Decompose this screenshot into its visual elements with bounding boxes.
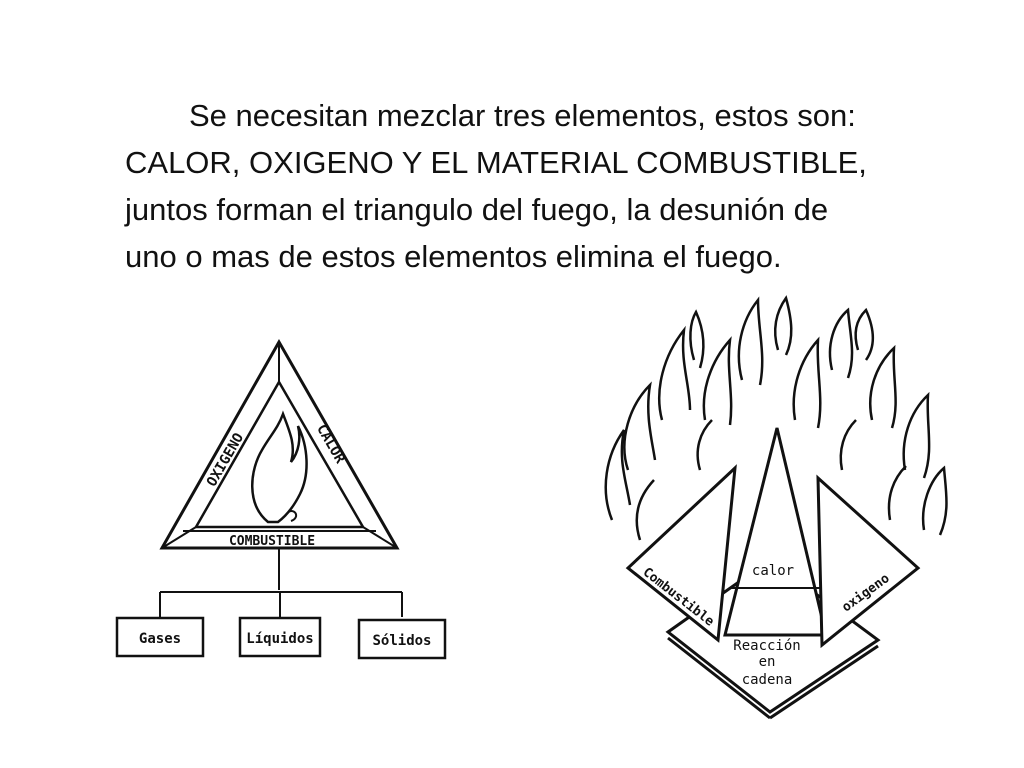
- solidos-box: [357, 618, 447, 660]
- flame-icon: [696, 419, 713, 471]
- flame-icon: [251, 410, 308, 524]
- flame-icon: [689, 309, 705, 369]
- flame-icon: [869, 344, 897, 429]
- reaccion-label: Reacción: [733, 638, 800, 654]
- flame-icon: [792, 336, 822, 429]
- liquidos-box: [238, 616, 322, 658]
- tetrahedron-diagram: [625, 427, 921, 720]
- paragraph-line-1: Se necesitan mezclar tres elementos, est…: [189, 98, 856, 133]
- solidos-label: Sólidos: [372, 633, 431, 649]
- base-plate-edge: [667, 636, 771, 720]
- flame-icon: [828, 307, 854, 379]
- triangle-inner: [193, 379, 366, 529]
- combustible-face: [625, 464, 737, 643]
- flame-icon: [774, 295, 793, 356]
- liquidos-label: Líquidos: [246, 631, 313, 647]
- flame-icon: [702, 336, 733, 426]
- flame-icon: [658, 325, 692, 421]
- combustible-label: COMBUSTIBLE: [229, 534, 315, 549]
- en-label: en: [759, 654, 776, 670]
- flame-icon: [737, 296, 764, 386]
- flames-background: [604, 295, 948, 541]
- calor-face-label: calor: [752, 563, 794, 579]
- gases-box: [115, 616, 205, 658]
- paragraph-line-4: uno o mas de estos elementos elimina el …: [125, 239, 782, 274]
- paragraph-line-3: juntos forman el triangulo del fuego, la…: [125, 192, 829, 227]
- flame-icon: [887, 465, 907, 521]
- flame-icon: [604, 429, 632, 521]
- fire-triangle-diagram: [115, 338, 447, 660]
- oxigeno-face: [816, 474, 921, 649]
- cadena-label: cadena: [742, 672, 793, 688]
- flame-icon: [921, 465, 948, 536]
- gases-label: Gases: [139, 631, 181, 647]
- flame-icon: [635, 479, 655, 541]
- flame-tip: [287, 510, 298, 522]
- paragraph-line-2: CALOR, OXIGENO Y EL MATERIAL COMBUSTIBLE…: [125, 145, 867, 180]
- flame-icon: [902, 391, 931, 479]
- flame-icon: [854, 307, 874, 361]
- calor-label: CALOR: [313, 422, 348, 467]
- flame-icon: [839, 419, 857, 471]
- flame-icon: [623, 381, 657, 471]
- slide-paragraph: Se necesitan mezclar tres elementos, est…: [125, 92, 985, 280]
- base-plate-edge: [769, 644, 879, 720]
- calor-face: [723, 427, 828, 637]
